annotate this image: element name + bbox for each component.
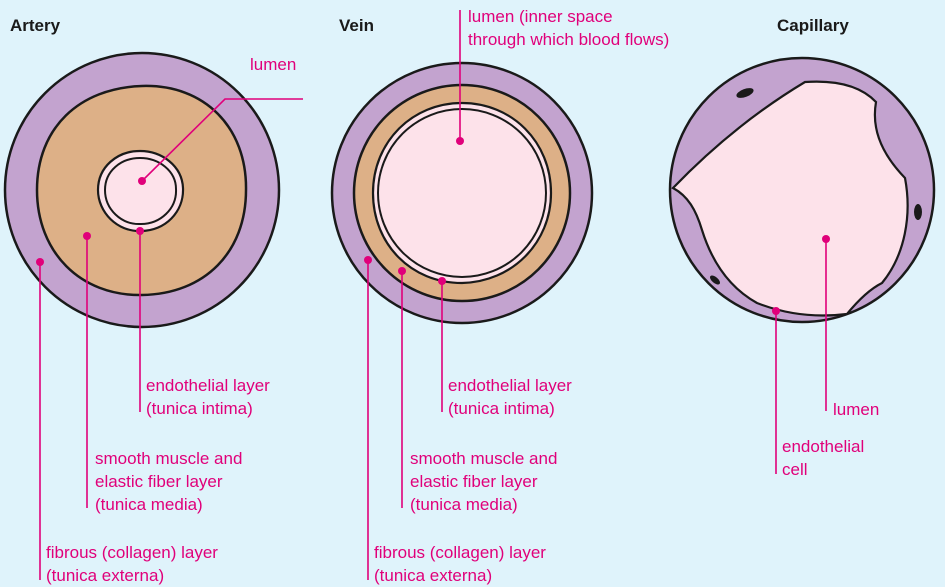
label-line: endothelial layer — [448, 374, 572, 397]
capillary-nucleus — [914, 204, 922, 220]
label-line: (tunica media) — [410, 493, 557, 516]
artery-intima-label: endothelial layer (tunica intima) — [146, 374, 270, 420]
label-line: (tunica media) — [95, 493, 242, 516]
label-line: fibrous (collagen) layer — [46, 541, 218, 564]
label-line: cell — [782, 458, 864, 481]
label-line: smooth muscle and — [410, 447, 557, 470]
label-line: fibrous (collagen) layer — [374, 541, 546, 564]
artery-intima-dot — [136, 227, 144, 235]
capillary-title: Capillary — [777, 16, 849, 36]
artery-externa-dot — [36, 258, 44, 266]
artery-lumen-label: lumen — [250, 53, 296, 76]
vein-intima-label: endothelial layer (tunica intima) — [448, 374, 572, 420]
vein-lumen — [378, 109, 546, 277]
label-line: endothelial layer — [146, 374, 270, 397]
artery-title: Artery — [10, 16, 60, 36]
label-line: (tunica externa) — [374, 564, 546, 587]
label-line: (tunica intima) — [448, 397, 572, 420]
vein-lumen-label: lumen (inner space through which blood f… — [468, 5, 669, 51]
artery-media-label: smooth muscle and elastic fiber layer (t… — [95, 447, 242, 516]
artery-media-dot — [83, 232, 91, 240]
vein-intima-dot — [438, 277, 446, 285]
vein-externa-dot — [364, 256, 372, 264]
capillary-cell-label: endothelial cell — [782, 435, 864, 481]
label-line: endothelial — [782, 435, 864, 458]
vein-title: Vein — [339, 16, 374, 36]
label-line: elastic fiber layer — [95, 470, 242, 493]
label-line: elastic fiber layer — [410, 470, 557, 493]
vein-media-dot — [398, 267, 406, 275]
capillary-lumen-dot — [822, 235, 830, 243]
vein-media-label: smooth muscle and elastic fiber layer (t… — [410, 447, 557, 516]
vein-externa-label: fibrous (collagen) layer (tunica externa… — [374, 541, 546, 587]
label-line: (tunica intima) — [146, 397, 270, 420]
capillary-cross-section — [670, 58, 934, 322]
artery-externa-label: fibrous (collagen) layer (tunica externa… — [46, 541, 218, 587]
vein-lumen-dot — [456, 137, 464, 145]
artery-cross-section — [5, 53, 279, 327]
capillary-lumen-label: lumen — [833, 398, 879, 421]
artery-lumen — [105, 158, 176, 224]
label-line: lumen (inner space — [468, 5, 669, 28]
label-line: (tunica externa) — [46, 564, 218, 587]
label-line: smooth muscle and — [95, 447, 242, 470]
capillary-cell-dot — [772, 307, 780, 315]
artery-lumen-dot — [138, 177, 146, 185]
vein-cross-section — [332, 63, 592, 323]
label-line: through which blood flows) — [468, 28, 669, 51]
